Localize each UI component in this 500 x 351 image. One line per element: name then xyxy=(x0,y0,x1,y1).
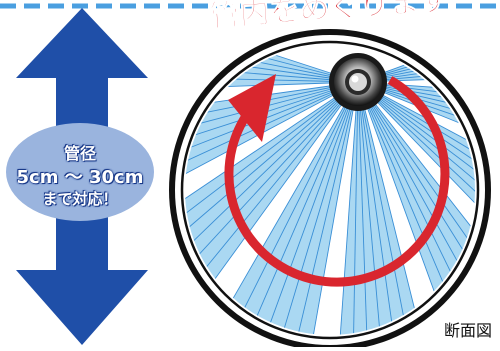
light-beam-line xyxy=(312,81,359,335)
light-beam-line xyxy=(353,81,359,335)
cross-section-caption: 断面図 xyxy=(443,321,492,340)
light-beam-line xyxy=(357,81,395,335)
light-beam-line xyxy=(357,45,475,83)
light-beam-line xyxy=(357,81,475,239)
light-beam-line xyxy=(357,45,475,83)
light-beam-line xyxy=(357,81,382,335)
light-beam-line xyxy=(357,81,475,288)
light-beam-line xyxy=(204,81,359,293)
light-beam-line xyxy=(185,45,359,83)
header-text: 管内をめぐります xyxy=(208,0,450,34)
badge-diameter-range: 5cm 〜 30cm xyxy=(16,167,144,188)
light-beam-line xyxy=(185,81,359,149)
light-beam-line xyxy=(254,81,359,321)
light-beam-line xyxy=(357,81,475,155)
light-beam-line xyxy=(185,81,359,274)
light-beam-line xyxy=(240,81,359,315)
light-beam-line xyxy=(357,81,475,260)
light-beam-line xyxy=(357,58,475,83)
light-beam-line xyxy=(357,81,448,327)
light-beam-line xyxy=(357,45,475,83)
light-beam-line xyxy=(185,81,359,228)
diameter-badge xyxy=(6,123,154,221)
light-beam-line xyxy=(268,81,359,327)
light-beam-line xyxy=(283,81,359,332)
light-beam-wedge xyxy=(358,82,475,270)
light-beam-line xyxy=(357,72,475,83)
light-beam-line xyxy=(339,81,359,335)
light-beam-line xyxy=(357,81,409,335)
light-beam-line xyxy=(357,81,475,250)
light-beam-line xyxy=(357,81,475,228)
light-beam-line xyxy=(185,81,359,163)
light-beam-line xyxy=(357,81,475,168)
camera-lens-icon xyxy=(329,53,387,111)
light-beam-line xyxy=(185,81,359,134)
light-beam-line xyxy=(357,45,475,83)
light-beam-line xyxy=(297,81,359,335)
light-beam-line xyxy=(185,81,359,263)
light-beam-line xyxy=(357,81,475,180)
badge-support-note: まで対応！ xyxy=(42,190,118,208)
light-beam-line xyxy=(357,45,475,83)
circular-rotation-arrow-icon xyxy=(224,74,450,287)
light-beam-line xyxy=(357,81,475,296)
light-beam-line xyxy=(185,81,359,205)
light-beam-line xyxy=(192,81,359,284)
light-beam-line xyxy=(185,81,359,252)
light-beam-line xyxy=(357,81,422,335)
badge-title: 管径 xyxy=(63,144,96,163)
light-beam-line xyxy=(227,81,359,308)
light-beam-line xyxy=(357,81,368,335)
